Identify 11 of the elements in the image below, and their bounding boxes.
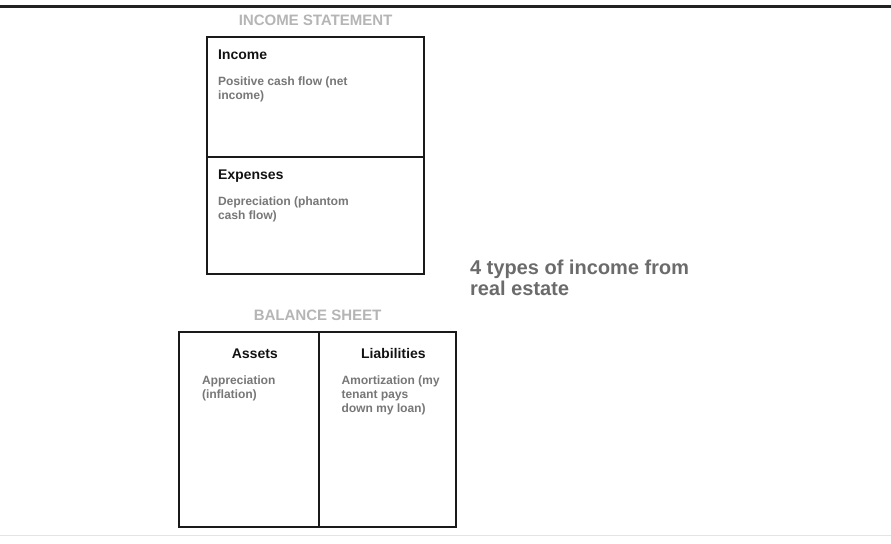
note-text: 4 types of income from real estate (470, 258, 690, 300)
cell-description: Depreciation (phantom cash flow) (218, 194, 350, 222)
cell-description: Amortization (my tenant pays down my loan) (342, 373, 441, 415)
cell-description: Appreciation (inflation) (202, 373, 276, 401)
cell-title: Assets (230, 345, 279, 361)
cell-title: Liabilities (360, 345, 427, 361)
cell-description: Positive cash flow (net income) (218, 74, 348, 102)
table-heading: INCOME STATEMENT (238, 12, 394, 29)
cell-title: Expenses (218, 166, 284, 182)
table-heading: BALANCE SHEET (252, 307, 382, 324)
cell-title: Income (218, 46, 268, 62)
